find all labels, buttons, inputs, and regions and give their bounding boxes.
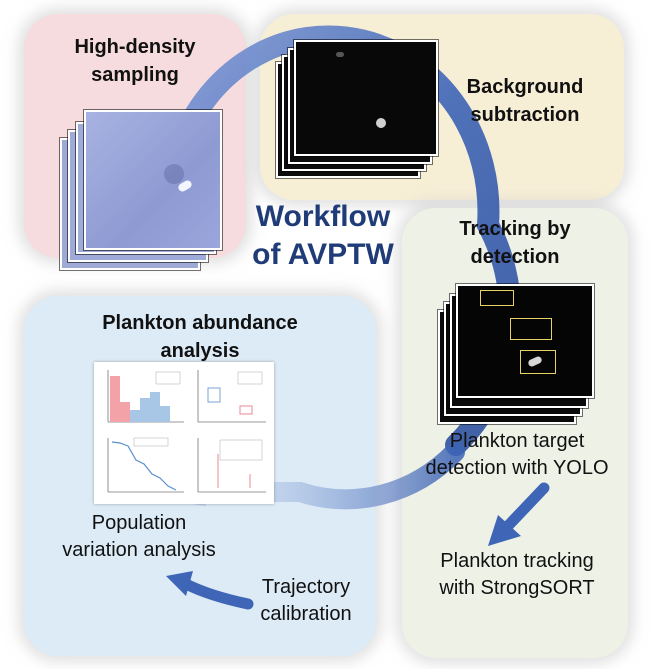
workflow-title: Workflow of AVPTW (228, 198, 418, 274)
mini-legend (133, 437, 169, 447)
mini-bar (140, 398, 150, 422)
stage-background-line2: subtraction (470, 104, 580, 126)
mini-legend (155, 371, 181, 385)
mini-legend (219, 439, 263, 461)
plankton-blob (336, 52, 344, 57)
mini-bar (120, 402, 130, 422)
mini-box (239, 405, 253, 415)
stage-tracking-line2: detection (470, 246, 560, 268)
arrow-yolo-to-strongsort (488, 482, 550, 546)
sampling-frame-top (84, 110, 222, 250)
stage-sampling-line1: High-density (74, 36, 196, 58)
mini-histogram (107, 370, 184, 423)
ring-arc-bottom (190, 442, 465, 510)
analysis-charts-thumbnail (94, 362, 274, 504)
tracking-frame-top (456, 284, 594, 398)
stage-background-line1: Background (466, 76, 584, 98)
stage-tracking-line1: Tracking by (459, 218, 571, 240)
detection-box (480, 290, 514, 306)
mini-bar (130, 410, 140, 422)
mini-box (207, 387, 221, 403)
background-frame-top (294, 40, 438, 156)
step-strongsort-line2: with StrongSORT (439, 577, 595, 599)
mini-line-chart (107, 437, 184, 493)
workflow-title-line1: Workflow (255, 200, 391, 233)
step-calibration-line2: calibration (260, 603, 352, 625)
arrow-calibration-to-population (166, 571, 254, 610)
stage-abundance-line1: Plankton abundance (102, 312, 298, 334)
step-calibration-line1: Trajectory (261, 576, 351, 598)
mini-line (111, 441, 177, 491)
stage-abundance-line2: analysis (160, 340, 240, 362)
mini-bar (110, 376, 120, 422)
step-population-line1: Population (91, 512, 187, 534)
step-yolo-line1: Plankton target (449, 430, 585, 452)
mini-bar (160, 406, 170, 422)
mini-dot-chart (197, 438, 266, 493)
step-population-line2: variation analysis (62, 539, 216, 561)
mini-bar (150, 392, 160, 422)
mini-legend (237, 371, 263, 385)
stage-sampling-line2: sampling (91, 64, 179, 86)
plankton-blob (376, 118, 386, 128)
workflow-title-line2: of AVPTW (252, 238, 394, 271)
detection-box (520, 350, 556, 374)
mini-boxplot (197, 370, 266, 423)
plankton-blob (164, 164, 184, 184)
detection-box (510, 318, 552, 340)
step-strongsort-line1: Plankton tracking (440, 550, 594, 572)
step-yolo-line2: detection with YOLO (425, 457, 609, 479)
analysis-charts-figure (107, 370, 266, 493)
